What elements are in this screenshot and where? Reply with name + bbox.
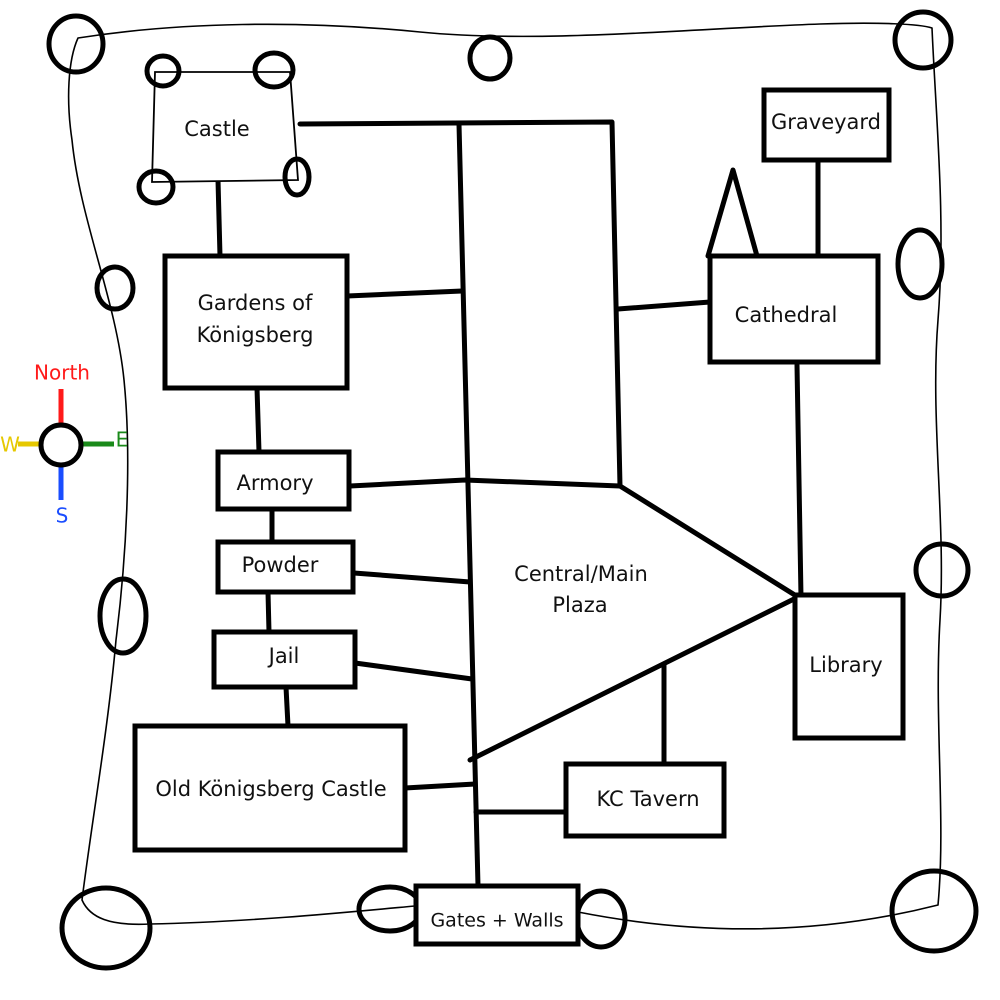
gates-and-walls[interactable]: Gates + Walls [413,883,581,947]
gardens-label-line1: Gardens of [198,291,313,315]
central-main-plaza[interactable]: Central/Main Plaza [514,562,648,617]
cathedral[interactable]: Cathedral [705,167,881,365]
tower-north [467,34,513,82]
powder[interactable]: Powder [215,539,356,595]
armory[interactable]: Armory [215,449,352,512]
gardens-label-line2: Königsberg [197,323,314,347]
plaza-label-line1: Central/Main [514,562,648,586]
castle-turret-nw [144,53,182,89]
tower-northwest [46,13,106,75]
old-konigsberg-castle[interactable]: Old Königsberg Castle [132,723,408,853]
city-wall-outline [67,22,943,930]
castle-turret-ne [252,50,296,90]
graveyard-label: Graveyard [771,110,881,134]
library[interactable]: Library [792,592,906,741]
library-label: Library [809,653,882,677]
cathedral-spire-icon [705,167,760,259]
tower-southwest [59,885,153,971]
roads [215,119,821,889]
armory-label: Armory [237,471,314,495]
graveyard[interactable]: Graveyard [761,87,892,163]
tower-west-upper [94,264,136,312]
powder-label: Powder [242,553,319,577]
castle-label: Castle [184,117,249,141]
castle[interactable]: Castle [136,50,312,206]
gardens-of-konigsberg[interactable]: Gardens of Königsberg [162,253,350,391]
gates-label: Gates + Walls [430,910,563,932]
jail[interactable]: Jail [211,629,358,690]
compass-east-label: E [116,428,129,452]
tower-east-lower [913,541,971,599]
jail-label: Jail [267,644,300,668]
cathedral-label: Cathedral [735,303,838,327]
compass-center-icon [38,422,84,468]
plaza-label-line2: Plaza [552,593,607,617]
castle-turret-sw [136,168,176,206]
compass-north-label: North [34,361,90,385]
compass-west-label: W [0,433,20,457]
tower-southeast [889,868,979,954]
old-castle-label: Old Königsberg Castle [155,777,386,801]
compass-south-label: S [56,504,69,528]
castle-turret-se [282,156,312,198]
kc-tavern[interactable]: KC Tavern [563,761,727,839]
tower-east-upper [895,227,945,301]
tower-northeast [892,9,954,71]
compass: North S E W [0,361,128,528]
tower-west-lower [97,576,149,656]
tavern-label: KC Tavern [596,787,699,811]
